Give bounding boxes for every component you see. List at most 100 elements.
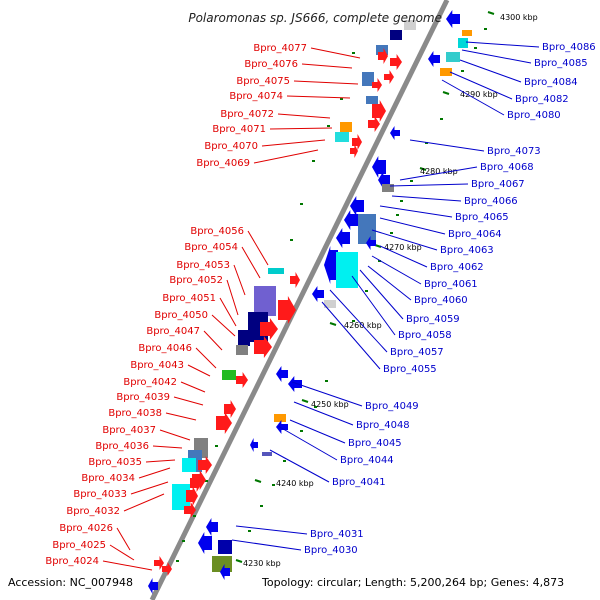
gene-block bbox=[462, 30, 472, 36]
leader-line bbox=[195, 347, 217, 369]
gene-label-left: Bpro_4035 bbox=[88, 457, 142, 468]
gene-arrow-reverse bbox=[250, 438, 258, 452]
gene-label-right: Bpro_4062 bbox=[430, 262, 484, 273]
tick-dash bbox=[474, 47, 477, 49]
leader-line bbox=[301, 63, 353, 69]
label-leaders bbox=[102, 41, 540, 571]
leader-line bbox=[441, 79, 505, 116]
tick-dash bbox=[290, 239, 293, 241]
leader-line bbox=[293, 80, 359, 85]
tick-mark bbox=[419, 167, 427, 171]
leader-line bbox=[180, 381, 206, 393]
gene-label-left: Bpro_4070 bbox=[204, 141, 258, 152]
gene-block bbox=[362, 72, 374, 86]
tick-label: 4280 kbp bbox=[420, 167, 458, 176]
gene-arrow-forward bbox=[372, 78, 382, 92]
gene-arrow-reverse bbox=[446, 10, 460, 28]
leader-line bbox=[269, 127, 333, 130]
gene-block bbox=[366, 96, 378, 104]
leader-line bbox=[203, 330, 223, 351]
tick-dash bbox=[425, 142, 428, 144]
leader-line bbox=[321, 301, 381, 370]
leader-line bbox=[219, 297, 237, 327]
gene-arrow-forward bbox=[224, 400, 236, 418]
tick-label: 4230 kbp bbox=[243, 559, 281, 568]
gene-features bbox=[148, 10, 472, 594]
leader-line bbox=[449, 71, 513, 100]
gene-label-left: Bpro_4072 bbox=[220, 109, 274, 120]
gene-label-left: Bpro_4054 bbox=[184, 242, 238, 253]
gene-block bbox=[376, 45, 388, 55]
genome-backbone bbox=[149, 0, 450, 600]
gene-block bbox=[262, 452, 272, 456]
tick-mark bbox=[301, 399, 309, 403]
leader-line bbox=[116, 527, 131, 551]
gene-arrow-reverse bbox=[344, 210, 358, 230]
tick-dash bbox=[312, 160, 315, 162]
gene-label-right: Bpro_4055 bbox=[383, 364, 437, 375]
leader-line bbox=[211, 314, 236, 337]
tick-dash bbox=[365, 290, 368, 292]
leader-line bbox=[102, 560, 153, 571]
tick-dash bbox=[340, 98, 343, 100]
tick-dash bbox=[193, 515, 196, 517]
genome-title: Polaromonas sp. JS666, complete genome bbox=[188, 11, 442, 25]
leader-line bbox=[145, 459, 176, 463]
gene-block bbox=[335, 132, 349, 142]
leader-line bbox=[123, 493, 165, 512]
gene-label-right: Bpro_4085 bbox=[534, 58, 588, 69]
gene-arrow-reverse bbox=[220, 564, 230, 580]
leader-line bbox=[459, 59, 522, 83]
gene-label-left: Bpro_4077 bbox=[253, 43, 307, 54]
gene-block bbox=[324, 300, 336, 308]
gene-label-right: Bpro_4064 bbox=[448, 229, 502, 240]
leader-line bbox=[269, 449, 330, 483]
tick-mark bbox=[487, 11, 495, 15]
gene-label-left: Bpro_4074 bbox=[229, 91, 283, 102]
tick-dash bbox=[260, 505, 263, 507]
leader-line bbox=[291, 381, 363, 407]
tick-dash bbox=[352, 320, 355, 322]
gene-label-left: Bpro_4034 bbox=[81, 473, 135, 484]
gene-arrow-forward bbox=[350, 144, 358, 158]
gene-label-left: Bpro_4050 bbox=[154, 310, 208, 321]
gene-arrow-forward bbox=[184, 502, 196, 518]
gene-arrow-reverse bbox=[324, 246, 338, 284]
tick-dash bbox=[410, 180, 413, 182]
tick-dash bbox=[283, 460, 286, 462]
leader-line bbox=[152, 445, 183, 449]
gene-label-right: Bpro_4065 bbox=[455, 212, 509, 223]
gene-block bbox=[182, 458, 196, 472]
tick-dash bbox=[314, 406, 317, 408]
tick-dash bbox=[396, 214, 399, 216]
gene-label-right: Bpro_4045 bbox=[348, 438, 402, 449]
gene-arrow-reverse bbox=[336, 228, 350, 248]
gene-label-right: Bpro_4041 bbox=[332, 477, 386, 488]
leader-line bbox=[461, 49, 532, 64]
gene-arrow-reverse bbox=[198, 532, 212, 554]
gene-arrow-reverse bbox=[148, 578, 158, 594]
tick-label: 4290 kbp bbox=[460, 90, 498, 99]
leader-line bbox=[371, 255, 422, 285]
gene-label-right: Bpro_4086 bbox=[542, 42, 596, 53]
gene-arrow-reverse bbox=[428, 51, 440, 67]
gene-arrow-forward bbox=[372, 100, 386, 122]
gene-label-left: Bpro_4076 bbox=[244, 59, 298, 70]
gene-arrow-reverse bbox=[372, 156, 386, 178]
leader-line bbox=[173, 396, 204, 406]
gene-block bbox=[390, 30, 402, 40]
gene-arrow-forward bbox=[186, 486, 198, 506]
gene-block bbox=[254, 286, 276, 316]
leader-line bbox=[367, 265, 412, 301]
gene-label-left: Bpro_4036 bbox=[95, 441, 149, 452]
gene-label-right: Bpro_4068 bbox=[480, 162, 534, 173]
gene-block bbox=[340, 122, 352, 132]
gene-arrow-forward bbox=[154, 556, 164, 570]
accession-text: Accession: NC_007948 bbox=[8, 576, 133, 589]
gene-label-right: Bpro_4067 bbox=[471, 179, 525, 190]
tick-dash bbox=[182, 540, 185, 542]
gene-label-right: Bpro_4060 bbox=[414, 295, 468, 306]
leader-line bbox=[351, 275, 396, 336]
gene-block bbox=[458, 38, 468, 48]
gene-label-left: Bpro_4053 bbox=[176, 260, 230, 271]
